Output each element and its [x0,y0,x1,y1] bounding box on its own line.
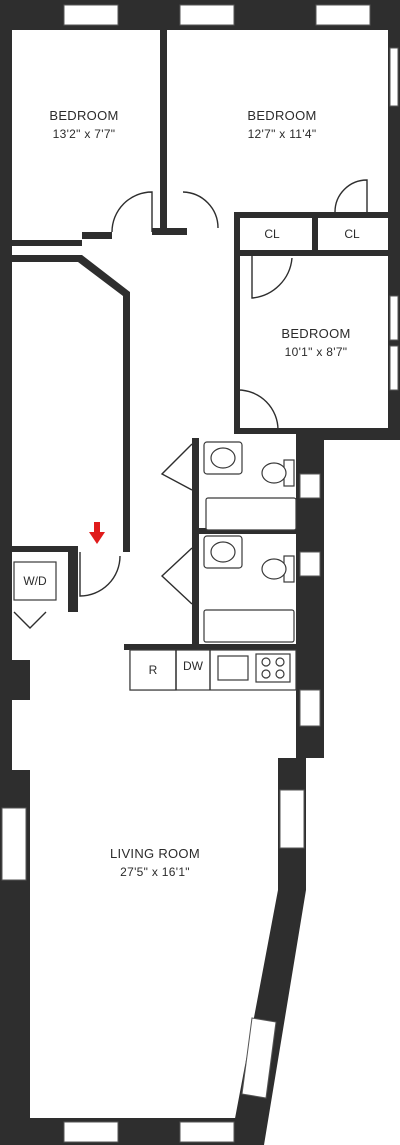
room-dims-living: 27'5" x 16'1" [120,865,190,879]
room-name-bedroom1: BEDROOM [49,108,118,123]
interior-walls [0,28,390,650]
refrigerator [129,649,177,691]
closet-label-right: CL [344,227,360,241]
washer-dryer [13,561,57,601]
toilet [261,558,287,580]
closet-label-left: CL [264,227,280,241]
window [299,551,321,577]
washer-dryer-label: W/D [23,574,47,588]
window [1,807,27,881]
window [63,1121,119,1143]
windows [1,4,399,1143]
room-name-bedroom3: BEDROOM [281,326,350,341]
room-dims-bedroom2: 12'7" x 11'4" [248,127,317,141]
bathroom-fixtures [203,441,297,643]
window [241,1017,277,1099]
entry-arrow-icon [89,522,105,544]
room-name-living: LIVING ROOM [110,846,200,861]
window [389,295,399,341]
window [179,4,235,26]
doors [13,179,368,629]
window [299,689,321,727]
window [279,789,305,849]
kitchen [129,649,297,691]
room-name-bedroom2: BEDROOM [247,108,316,123]
bathtub [205,497,297,531]
refrigerator-label: R [149,663,158,677]
window [299,473,321,499]
room-dims-bedroom3: 10'1" x 8'7" [285,345,348,359]
kitchen-sink [217,655,249,681]
stove [255,653,291,683]
dishwasher-label: DW [183,659,204,673]
window [179,1121,235,1143]
window [389,345,399,391]
window [315,4,371,26]
window [63,4,119,26]
room-dims-bedroom1: 13'2" x 7'7" [53,127,116,141]
toilet [261,462,287,484]
window [389,47,399,107]
bathtub [203,609,295,643]
